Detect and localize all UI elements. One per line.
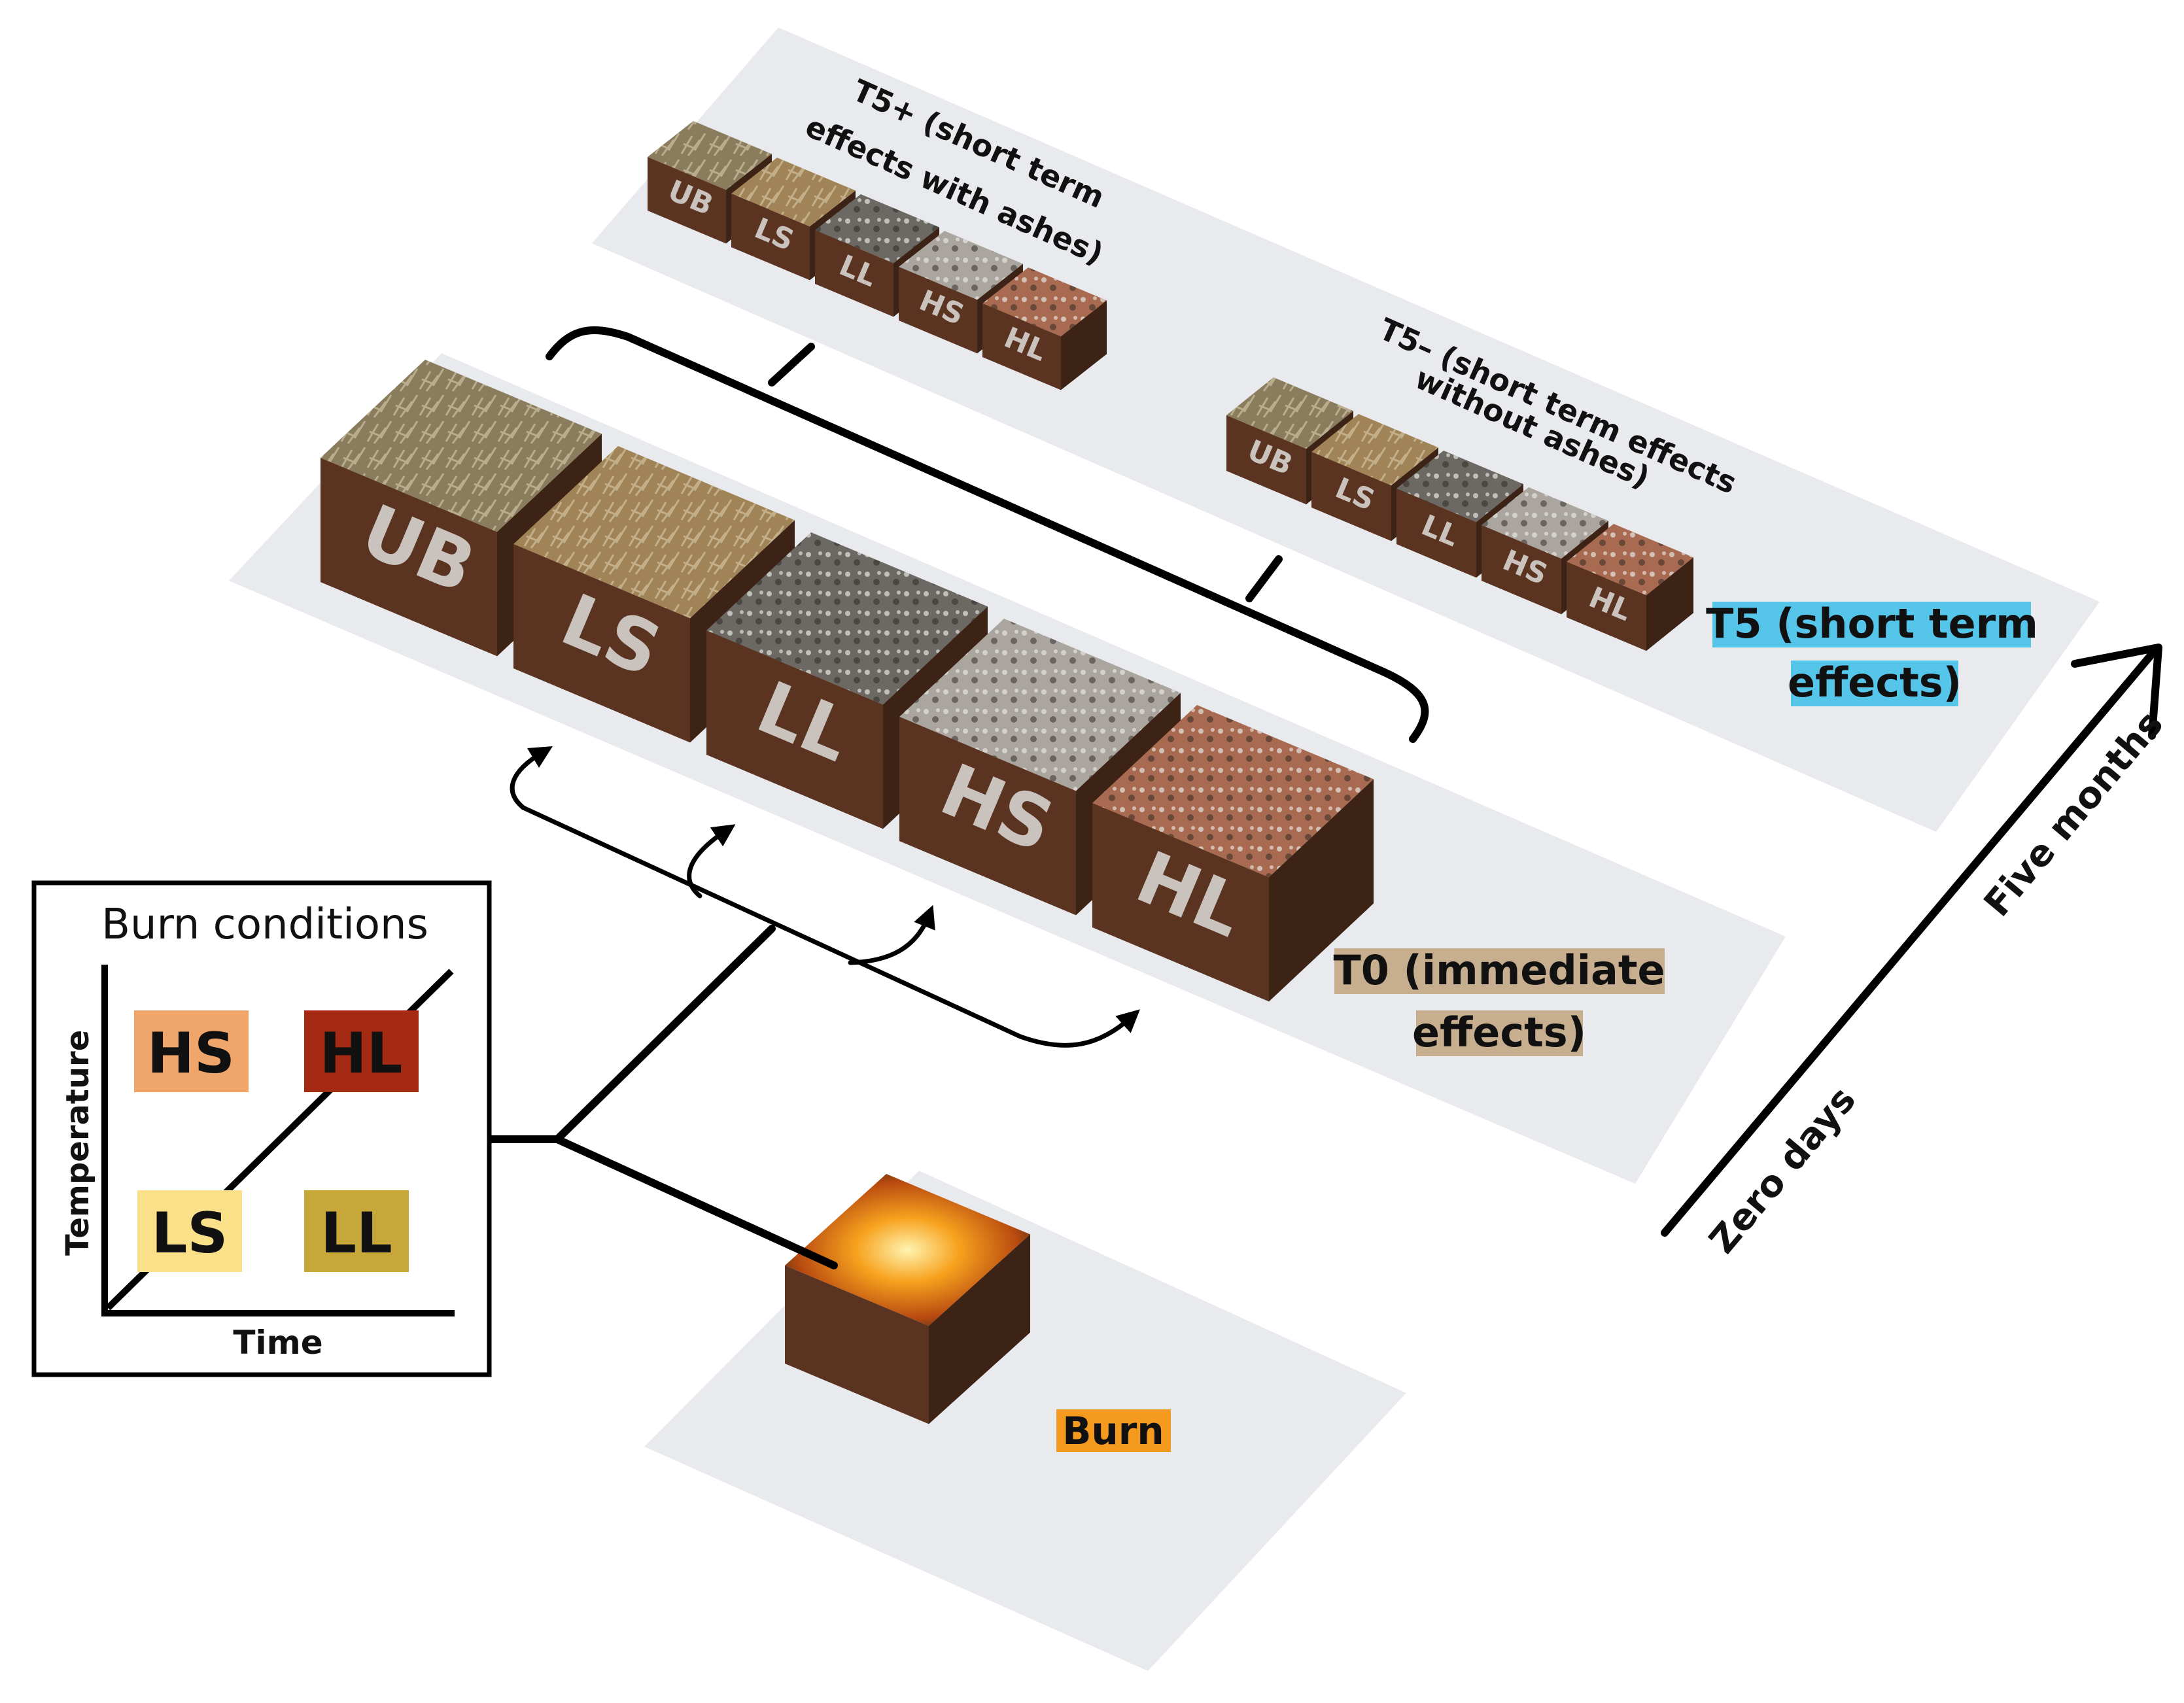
t5minus-cube-ls-front (1311, 452, 1391, 542)
ls-box (137, 1190, 242, 1272)
t0-cube-hl-front (1092, 803, 1269, 1002)
t0-label-line2: effects) (1412, 1008, 1586, 1056)
time-axis-arrowhead (2071, 644, 2162, 740)
t5plus-cube-ll-top-texture (815, 194, 939, 264)
ls-box-label: LS (152, 1201, 228, 1266)
burn-highlight (1056, 1409, 1171, 1452)
t5-bracket-to-t5plus (768, 343, 815, 387)
t5plus-cube-ll-front (815, 230, 893, 317)
burn-cube-front (785, 1265, 929, 1424)
t0-cube-hs-top-texture (899, 619, 1181, 791)
connectors (488, 326, 1429, 1269)
t0-cube-ub-top-texture (321, 360, 602, 532)
t5minus-cube-ls-top-texture (1311, 414, 1438, 486)
t5minus-cube-hs-front (1482, 525, 1561, 615)
hl-box-label: HL (320, 1021, 403, 1086)
t5-highlight (1712, 602, 2031, 647)
time-axis-line (1661, 650, 2156, 1237)
t5minus-cube-hl-front (1567, 562, 1646, 651)
t5plus-cube-ls-top-texture (731, 158, 856, 227)
t0-cube-hs-front (899, 717, 1076, 916)
axis-start-label: Zero days (1701, 1079, 1864, 1262)
ll-box (304, 1190, 409, 1272)
t0-highlight (1334, 948, 1665, 994)
t0-highlight-2 (1416, 1010, 1583, 1056)
t5minus-cube-ub-top-texture (1226, 377, 1353, 449)
t5minus-cube-ll-front (1396, 489, 1476, 578)
t5plus-cube-hl-top-texture (982, 267, 1107, 337)
burn-label: Burn (1062, 1409, 1164, 1453)
hs-box (134, 1010, 249, 1092)
t0-cube-ub-front (321, 458, 497, 657)
t0-arrows (510, 746, 1141, 1048)
y-axis-label: Temperature (60, 1030, 96, 1256)
arrow-to-ls (510, 746, 553, 810)
arrow-to-ll (687, 824, 736, 899)
t5-label-line2: effects) (1788, 659, 1962, 706)
t0-cube-ls-top-texture (513, 446, 795, 619)
t5minus-cube-ll-top-texture (1396, 451, 1523, 523)
t0-cube-ll-top-texture (706, 532, 988, 705)
t5plus-cube-hl-front (982, 303, 1061, 390)
t5minus-cube-hl-side (1646, 557, 1693, 651)
burn-conditions-panel: Burn conditions Temperature Time HS HL L… (31, 880, 492, 1377)
t5minus-cube-hl-top-texture (1567, 524, 1693, 596)
hl-box (304, 1010, 419, 1092)
branch-to-burn (553, 1135, 838, 1269)
t5-label-line1: T5 (short term (1706, 600, 2038, 647)
t5plus-cube-ls-front (731, 194, 810, 281)
t5-highlight-2 (1791, 661, 1958, 706)
burn-cube-side (929, 1234, 1030, 1424)
ll-box-label: LL (321, 1201, 392, 1266)
burn-conditions-title: Burn conditions (101, 901, 428, 949)
t5plus-cube-ub-top-texture (648, 121, 772, 190)
t5plus-cube-hl-side (1061, 300, 1107, 390)
burn-cube-top (785, 1174, 1030, 1326)
t0-cube-ll-front (706, 630, 883, 829)
t5minus-cube-hs-top-texture (1482, 487, 1608, 559)
axis-end-label: Five months (1976, 703, 2172, 925)
t0-cube-ls-front (513, 544, 690, 743)
t5-bracket (546, 326, 1429, 743)
burn-conditions-box (31, 880, 492, 1377)
t5-bracket-to-t5minus (1245, 555, 1283, 602)
arrow-to-hs (848, 904, 935, 965)
hs-box-label: HS (147, 1021, 235, 1086)
t5plus-cube-hs-top-texture (899, 231, 1023, 300)
t5minus-cube-ub-front (1226, 415, 1306, 505)
t0-cube-hl-side (1269, 779, 1374, 1002)
t0-label-line1: T0 (immediate (1333, 946, 1665, 994)
t5plus-cube-hs-front (899, 267, 977, 354)
arrow-to-hl (521, 805, 1141, 1048)
branch-to-t0 (553, 925, 776, 1143)
t5plus-cube-ub-front (648, 157, 726, 244)
t0-cube-hl-top-texture (1092, 705, 1374, 878)
x-axis-label: Time (233, 1324, 322, 1362)
